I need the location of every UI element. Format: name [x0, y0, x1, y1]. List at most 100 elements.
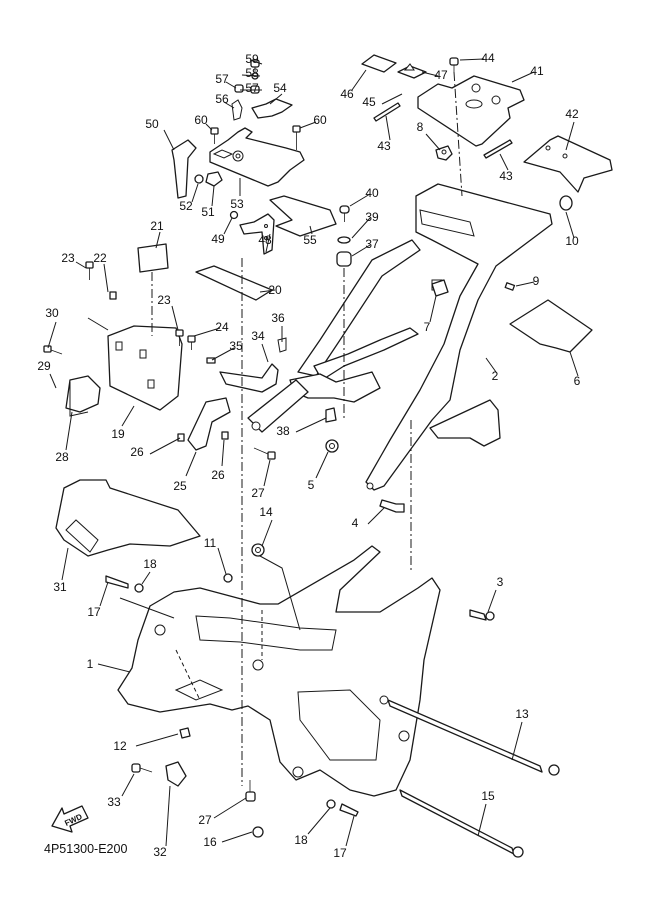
callout-31: 31	[53, 547, 69, 594]
callout-37: 37	[351, 237, 379, 257]
callout-number: 57	[245, 81, 259, 95]
callout-2: 2	[485, 357, 499, 383]
callout-47: 47	[421, 68, 448, 82]
callout-leader	[459, 58, 485, 61]
part-21-pad	[137, 243, 169, 273]
callout-leader	[259, 289, 276, 293]
callout-number: 39	[365, 210, 379, 224]
callout-number: 7	[424, 320, 431, 334]
callout-leader	[49, 373, 57, 389]
callout-number: 51	[201, 205, 215, 219]
callout-55: 55	[303, 225, 317, 247]
callout-number: 44	[481, 51, 495, 65]
callout-number: 41	[530, 64, 544, 78]
callout-leader	[165, 785, 171, 847]
callout-leader	[315, 451, 329, 479]
part-51-clamp	[205, 171, 223, 187]
callout-43b: 43	[499, 153, 513, 183]
callout-leader	[499, 153, 509, 171]
callout-17b: 17	[333, 815, 355, 860]
callout-number: 4	[352, 516, 359, 530]
callout-54: 54	[269, 81, 287, 105]
callout-leader	[185, 451, 197, 477]
callout-number: 31	[53, 580, 67, 594]
callout-number: 45	[362, 95, 376, 109]
callout-leader	[205, 123, 213, 131]
callout-21: 21	[150, 219, 164, 249]
callout-number: 32	[153, 845, 167, 859]
callout-leader	[221, 831, 253, 843]
callout-8: 8	[417, 120, 441, 151]
callout-number: 17	[87, 605, 101, 619]
callout-17a: 17	[87, 581, 109, 619]
part-41-tray	[417, 75, 525, 147]
part-20-sheet	[195, 265, 273, 301]
callout-leader	[265, 233, 271, 253]
callout-number: 1	[87, 657, 94, 671]
callout-leader	[99, 581, 109, 607]
callout-9: 9	[515, 274, 540, 288]
callout-number: 55	[303, 233, 317, 247]
callout-number: 35	[229, 339, 243, 353]
callout-number: 47	[434, 68, 448, 82]
callout-leader	[309, 225, 313, 235]
part-46-label	[361, 54, 397, 73]
callout-23b: 23	[157, 293, 179, 331]
callout-23a: 23	[61, 251, 87, 269]
part-2-rear-frame	[247, 183, 553, 491]
part-55-cover	[269, 195, 337, 237]
callout-number: 16	[203, 835, 217, 849]
callout-number: 23	[157, 293, 171, 307]
callout-43a: 43	[377, 115, 391, 153]
callout-leader	[351, 244, 371, 257]
callout-leader	[425, 133, 441, 151]
callout-leader	[121, 773, 135, 797]
callout-leader	[211, 185, 215, 207]
callout-leader	[263, 459, 271, 487]
callout-number: 58	[245, 66, 259, 80]
callout-20: 20	[259, 283, 282, 297]
callout-number: 60	[194, 113, 208, 127]
callout-number: 26	[130, 445, 144, 459]
callout-number: 15	[481, 789, 495, 803]
callout-24: 24	[193, 320, 229, 337]
part-53-plate	[209, 127, 305, 187]
callout-number: 40	[365, 186, 379, 200]
callout-leader	[511, 71, 535, 83]
callout-36: 36	[271, 311, 285, 342]
part-5-nut	[325, 439, 339, 453]
callout-leader	[97, 663, 131, 673]
callout-number: 53	[230, 197, 244, 211]
callout-leader	[269, 93, 283, 105]
callout-number: 6	[574, 374, 581, 388]
callout-number: 37	[365, 237, 379, 251]
part-19-battery-box	[107, 325, 183, 411]
callout-leader	[223, 101, 235, 109]
callout-leader	[61, 547, 69, 581]
callout-39: 39	[351, 210, 379, 239]
callout-44: 44	[459, 51, 495, 65]
callout-number: 18	[143, 557, 157, 571]
callout-number: 54	[273, 81, 287, 95]
callout-41: 41	[511, 64, 544, 83]
callout-leader	[191, 183, 199, 203]
callout-51: 51	[201, 185, 215, 219]
callout-45: 45	[362, 93, 403, 109]
callout-6: 6	[569, 351, 581, 388]
callout-number: 11	[204, 536, 217, 550]
callout-16: 16	[203, 831, 253, 849]
callout-28: 28	[55, 411, 73, 464]
drawing-code: 4P51300-E200	[44, 842, 128, 856]
callout-number: 19	[111, 427, 125, 441]
callout-10: 10	[565, 211, 579, 248]
callout-leader	[485, 357, 497, 373]
callout-number: 48	[258, 233, 272, 247]
callout-leader	[511, 721, 523, 761]
callout-leader	[307, 807, 331, 835]
callout-50: 50	[145, 117, 175, 151]
part-52-clip	[194, 174, 204, 184]
part-48-bracket	[239, 213, 275, 255]
callout-leader	[487, 589, 497, 613]
callout-number: 36	[271, 311, 285, 325]
